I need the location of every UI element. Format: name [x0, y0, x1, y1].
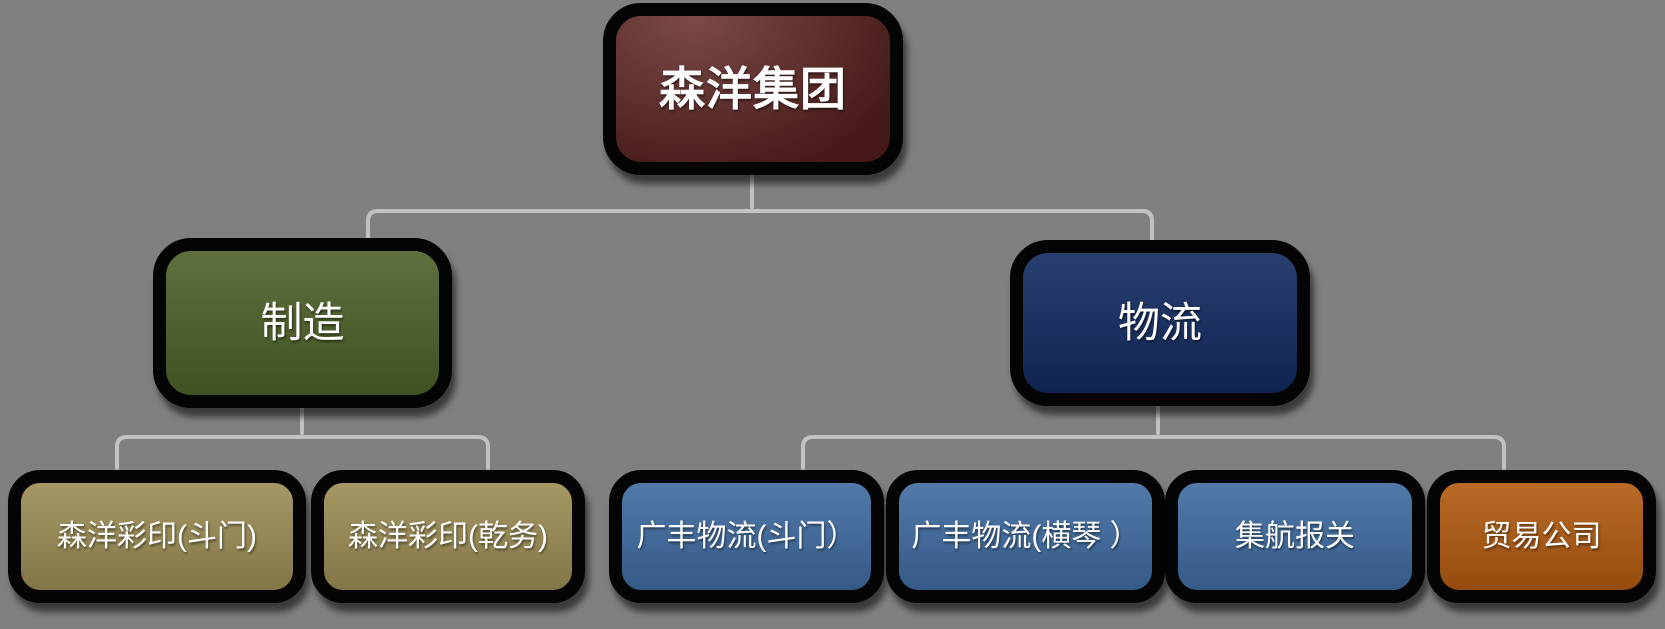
node-branch-manufacturing[interactable]: 制造 [153, 238, 452, 408]
node-group-root[interactable]: 森洋集团 [603, 3, 903, 175]
node-label: 物流 [1117, 298, 1202, 346]
node-label: 森洋彩印(斗门) [57, 520, 257, 553]
node-branch-logistics[interactable]: 物流 [1010, 240, 1310, 406]
node-label: 制造 [260, 298, 345, 346]
node-senyang-printing-doumen[interactable]: 森洋彩印(斗门) [8, 470, 306, 603]
node-trading-company[interactable]: 贸易公司 [1427, 470, 1656, 603]
node-label: 森洋集团 [659, 62, 847, 115]
node-label: 集航报关 [1235, 520, 1355, 553]
node-jihang-customs[interactable]: 集航报关 [1165, 470, 1425, 603]
node-guangfeng-logistics-doumen[interactable]: 广丰物流(斗门） [609, 470, 884, 603]
node-label: 广丰物流(斗门） [636, 520, 857, 553]
node-label: 广丰物流(横琴 ） [911, 520, 1140, 553]
node-label: 森洋彩印(乾务) [348, 520, 548, 553]
node-guangfeng-logistics-hengqin[interactable]: 广丰物流(横琴 ） [886, 470, 1165, 603]
node-label: 贸易公司 [1481, 520, 1602, 553]
node-senyang-printing-qianwu[interactable]: 森洋彩印(乾务) [311, 470, 585, 603]
